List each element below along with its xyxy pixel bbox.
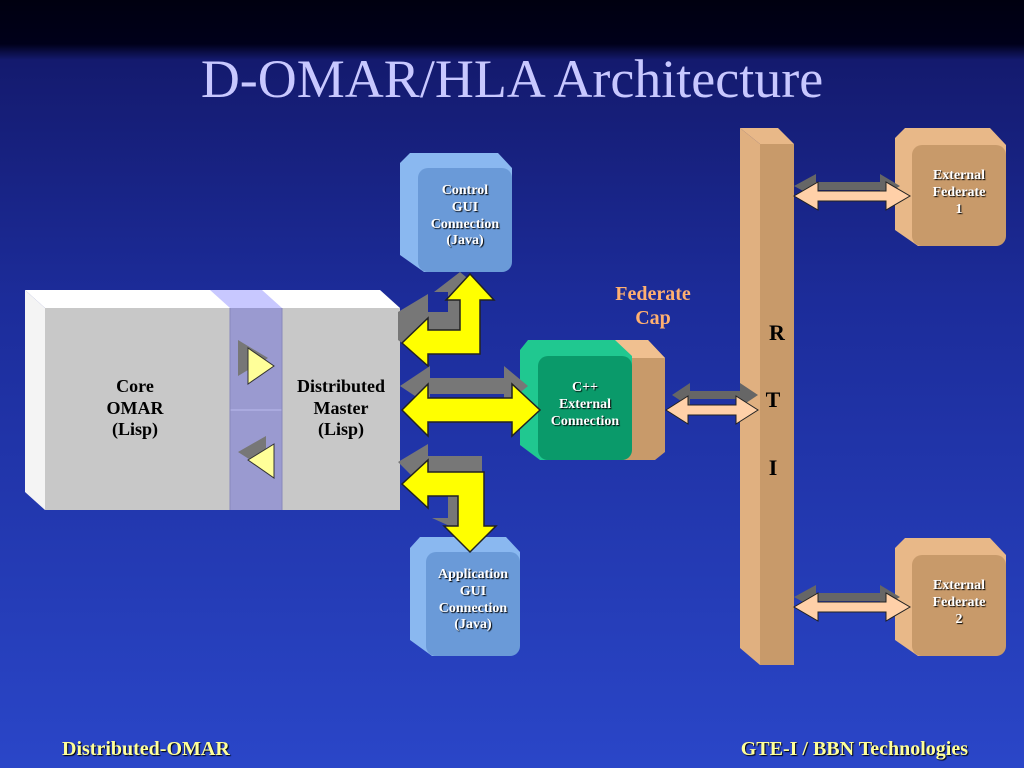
- rti-ext1-arrow: [793, 174, 911, 211]
- app-gui-connection-arrow: [398, 444, 498, 554]
- left-arrow-icon: [247, 443, 275, 479]
- distributed-master-label: Distributed Master (Lisp): [296, 376, 385, 440]
- footer-left: Distributed-OMAR: [62, 738, 230, 760]
- ext-federate-1-label: External Federate 1: [932, 168, 986, 217]
- footer-right: GTE-I / BBN Technologies: [740, 738, 968, 760]
- rti-letter-r: R: [769, 320, 785, 345]
- cpp-connection-arrow: [400, 366, 542, 438]
- slide-title: D-OMAR/HLA Architecture: [200, 49, 824, 109]
- control-gui-box: [400, 153, 512, 272]
- rti-letter-t: T: [765, 387, 781, 412]
- rti-ext2-arrow: [793, 585, 911, 622]
- cap-rti-arrow: [665, 383, 759, 425]
- rti-letter-i: I: [768, 455, 778, 480]
- federate-cap-label: Federate Cap: [615, 283, 691, 329]
- app-gui-box: [410, 537, 520, 656]
- control-gui-label: Control GUI Connection (Java): [430, 183, 500, 249]
- app-gui-label: Application GUI Connection (Java): [437, 567, 508, 633]
- ext-federate-2-label: External Federate 2: [932, 578, 986, 627]
- ext-federate-1-box: [895, 128, 1006, 246]
- cpp-box: [520, 340, 632, 460]
- cpp-label: C++ External Connection: [550, 380, 620, 429]
- ext-federate-2-box: [895, 538, 1006, 656]
- core-omar-label: Core OMAR (Lisp): [106, 376, 164, 440]
- right-arrow-icon: [247, 347, 275, 385]
- control-connection-arrow: [398, 272, 496, 368]
